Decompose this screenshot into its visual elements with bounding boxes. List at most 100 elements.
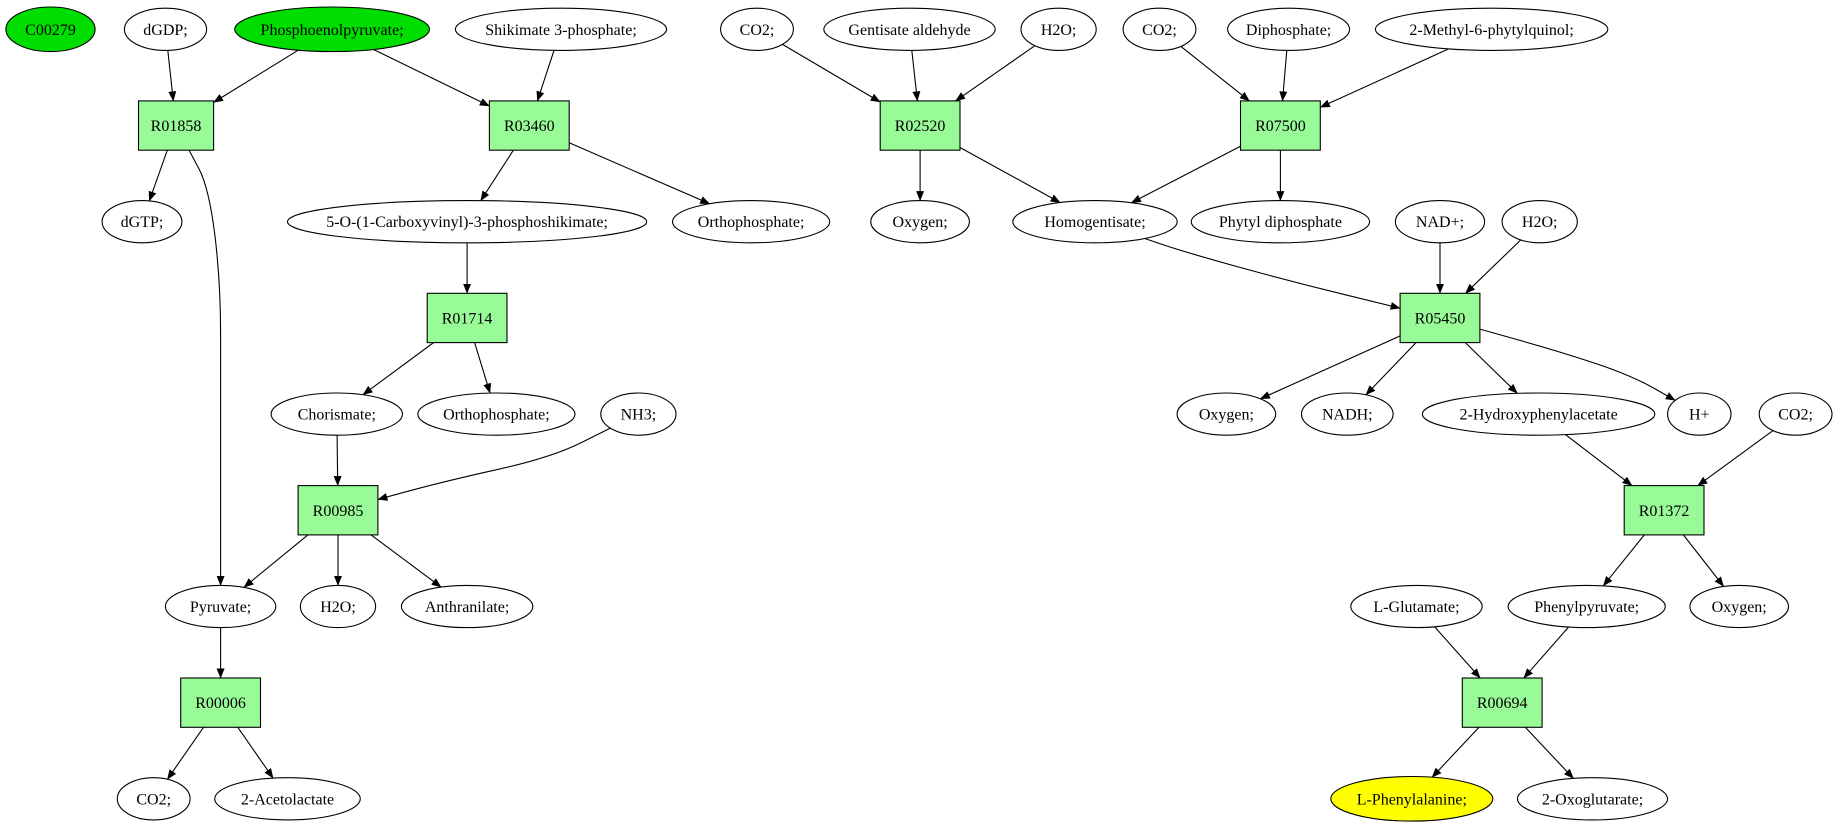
reaction-box bbox=[879, 100, 961, 151]
node-label: R01714 bbox=[442, 310, 493, 327]
compound-ellipse bbox=[1330, 775, 1494, 822]
edge-r01372-to-phenylpyruvate bbox=[1602, 534, 1645, 587]
edge-r01372-to-oxygen-c bbox=[1682, 534, 1725, 587]
edge-pep-to-r03460 bbox=[373, 49, 490, 107]
edge-co2-a-to-r02520 bbox=[782, 43, 881, 103]
node-label: R01858 bbox=[151, 118, 202, 135]
compound-node-orthophosphate-a: Orthophosphate; bbox=[671, 200, 831, 244]
reaction-node-r03460: R03460 bbox=[488, 100, 570, 151]
edge-r05450-to-nadh bbox=[1365, 342, 1417, 396]
compound-ellipse bbox=[270, 392, 404, 436]
node-label: Orthophosphate; bbox=[698, 214, 805, 231]
compound-ellipse bbox=[299, 584, 377, 629]
reaction-node-r01714: R01714 bbox=[426, 292, 508, 344]
node-label: R00694 bbox=[1477, 695, 1528, 712]
edge-r02520-to-homogentisate bbox=[959, 147, 1061, 204]
edge-r00694-to-lphenylalanine bbox=[1431, 726, 1480, 778]
compound-node-phytyldp: Phytyl diphosphate bbox=[1190, 200, 1371, 244]
node-label: R05450 bbox=[1415, 310, 1466, 327]
compound-ellipse bbox=[214, 777, 361, 821]
edge-hydroxyphenylacetate-to-r01372 bbox=[1565, 434, 1633, 487]
compound-node-oxoglutarate: 2-Oxoglutarate; bbox=[1516, 777, 1669, 821]
node-label: R02520 bbox=[895, 118, 946, 135]
compound-ellipse bbox=[1122, 7, 1197, 51]
edge-r01858-to-pyruvate bbox=[188, 149, 225, 586]
compound-node-lphenylalanine: L-Phenylalanine; bbox=[1330, 775, 1494, 822]
node-label: CO2; bbox=[1778, 407, 1813, 424]
edge-r01858-to-dgtp bbox=[148, 150, 168, 202]
node-label: Diphosphate; bbox=[1246, 22, 1331, 39]
edge-nh3-to-r00985 bbox=[377, 427, 611, 501]
compound-node-hydroxyphenylacetate: 2-Hydroxyphenylacetate bbox=[1421, 392, 1656, 436]
edge-methylphytyl-to-r07500 bbox=[1319, 48, 1449, 108]
node-label: Oxygen; bbox=[1199, 407, 1254, 424]
edge-r00985-to-pyruvate bbox=[243, 534, 309, 588]
compound-node-co2-c: CO2; bbox=[1758, 392, 1833, 436]
node-label: Oxygen; bbox=[893, 214, 948, 231]
edge-r01714-to-orthophosphate-b bbox=[474, 342, 492, 394]
edge-diphosphate-to-r07500 bbox=[1279, 50, 1288, 102]
compound-node-dgtp: dGTP; bbox=[101, 200, 183, 244]
edge-co2-b-to-r07500 bbox=[1180, 45, 1250, 102]
compound-node-acetolactate: 2-Acetolactate bbox=[214, 777, 361, 821]
node-label: NADH; bbox=[1322, 407, 1373, 424]
node-label: R00985 bbox=[313, 503, 364, 520]
compound-node-h2o-b: H2O; bbox=[1501, 200, 1578, 244]
node-label: L-Phenylalanine; bbox=[1357, 791, 1467, 808]
reaction-node-r01858: R01858 bbox=[137, 100, 215, 151]
compound-ellipse bbox=[1020, 7, 1097, 51]
node-label: H2O; bbox=[320, 599, 356, 616]
compound-ellipse bbox=[1758, 392, 1833, 436]
node-label: R03460 bbox=[504, 118, 555, 135]
edge-lglutamate-to-r00694 bbox=[1434, 626, 1481, 679]
edge-r03460-to-orthophosphate-a bbox=[568, 142, 711, 205]
edges-layer bbox=[148, 43, 1774, 780]
compound-node-co2-a: CO2; bbox=[720, 7, 794, 51]
edge-chorismate-to-r00985 bbox=[333, 435, 342, 487]
node-label: Chorismate; bbox=[298, 407, 376, 424]
compound-ellipse bbox=[1394, 200, 1486, 244]
compound-node-h2o-c: H2O; bbox=[299, 584, 377, 629]
edge-r00985-to-anthranilate bbox=[370, 534, 442, 588]
edge-phenylpyruvate-to-r00694 bbox=[1523, 626, 1570, 679]
compound-node-chorismate: Chorismate; bbox=[270, 392, 404, 436]
node-label: Homogentisate; bbox=[1044, 214, 1145, 231]
reaction-box bbox=[426, 292, 508, 344]
compound-ellipse bbox=[1689, 584, 1790, 629]
compound-node-oxygen-a: Oxygen; bbox=[870, 200, 970, 244]
node-label: Phenylpyruvate; bbox=[1534, 599, 1639, 616]
edge-r00694-to-oxoglutarate bbox=[1524, 726, 1574, 779]
edge-r07500-to-homogentisate bbox=[1130, 145, 1241, 204]
reaction-box bbox=[1399, 292, 1481, 344]
compound-node-pyruvate: Pyruvate; bbox=[164, 584, 277, 629]
node-label: 2-Oxoglutarate; bbox=[1542, 791, 1643, 808]
node-label: Phytyl diphosphate bbox=[1219, 214, 1342, 231]
compound-node-nadh: NADH; bbox=[1300, 392, 1394, 436]
edge-dgdp-to-r01858 bbox=[167, 50, 177, 102]
compound-node-anthranilate: Anthranilate; bbox=[400, 584, 534, 629]
compound-node-carboxyvinyl: 5-O-(1-Carboxyvinyl)-3-phosphoshikimate; bbox=[286, 200, 648, 244]
reaction-node-r07500: R07500 bbox=[1239, 100, 1321, 151]
node-label: Anthranilate; bbox=[425, 599, 509, 616]
compound-node-oxygen-b: Oxygen; bbox=[1176, 392, 1277, 436]
node-label: R07500 bbox=[1255, 118, 1306, 135]
node-label: Gentisate aldehyde bbox=[848, 22, 970, 39]
compound-ellipse bbox=[1516, 777, 1669, 821]
reaction-node-r01372: R01372 bbox=[1623, 485, 1705, 536]
compound-ellipse bbox=[400, 584, 534, 629]
reaction-box bbox=[1623, 485, 1705, 536]
node-label: Phosphoenolpyruvate; bbox=[261, 22, 404, 39]
compound-node-c00279: C00279 bbox=[5, 6, 96, 53]
node-label: Pyruvate; bbox=[190, 599, 251, 616]
edge-r03460-to-carboxyvinyl bbox=[480, 149, 514, 202]
compound-ellipse bbox=[286, 200, 648, 244]
compound-ellipse bbox=[1501, 200, 1578, 244]
compound-ellipse bbox=[1012, 200, 1178, 244]
node-label: NH3; bbox=[621, 407, 657, 424]
compound-ellipse bbox=[720, 7, 794, 51]
compound-ellipse bbox=[823, 7, 996, 51]
node-label: H2O; bbox=[1522, 214, 1558, 231]
compound-ellipse bbox=[1190, 200, 1371, 244]
